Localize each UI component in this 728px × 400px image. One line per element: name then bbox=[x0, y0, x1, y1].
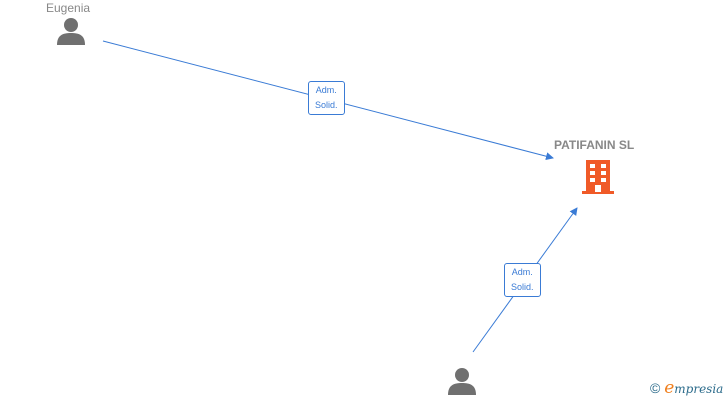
company-label[interactable]: PATIFANIN SL bbox=[554, 138, 635, 152]
edge-label-line1: Adm. bbox=[511, 267, 533, 277]
edge-label-badge[interactable]: Adm. Solid. bbox=[308, 81, 345, 115]
person-icon[interactable] bbox=[447, 366, 477, 396]
edge-label-badge[interactable]: Adm. Solid. bbox=[504, 263, 541, 297]
edge-label-line2: Solid. bbox=[511, 282, 534, 292]
edge-label-line2: Solid. bbox=[315, 100, 338, 110]
empresia-logo: © empresia bbox=[650, 378, 723, 398]
copyright-icon: © bbox=[650, 380, 661, 396]
building-icon[interactable] bbox=[582, 160, 614, 194]
brand-rest: mpresia bbox=[674, 382, 724, 396]
person-icon[interactable] bbox=[56, 16, 86, 46]
brand-e: e bbox=[664, 378, 675, 398]
person-top-label[interactable]: Eugenia bbox=[46, 1, 91, 15]
edge-label-line1: Adm. bbox=[315, 85, 337, 95]
